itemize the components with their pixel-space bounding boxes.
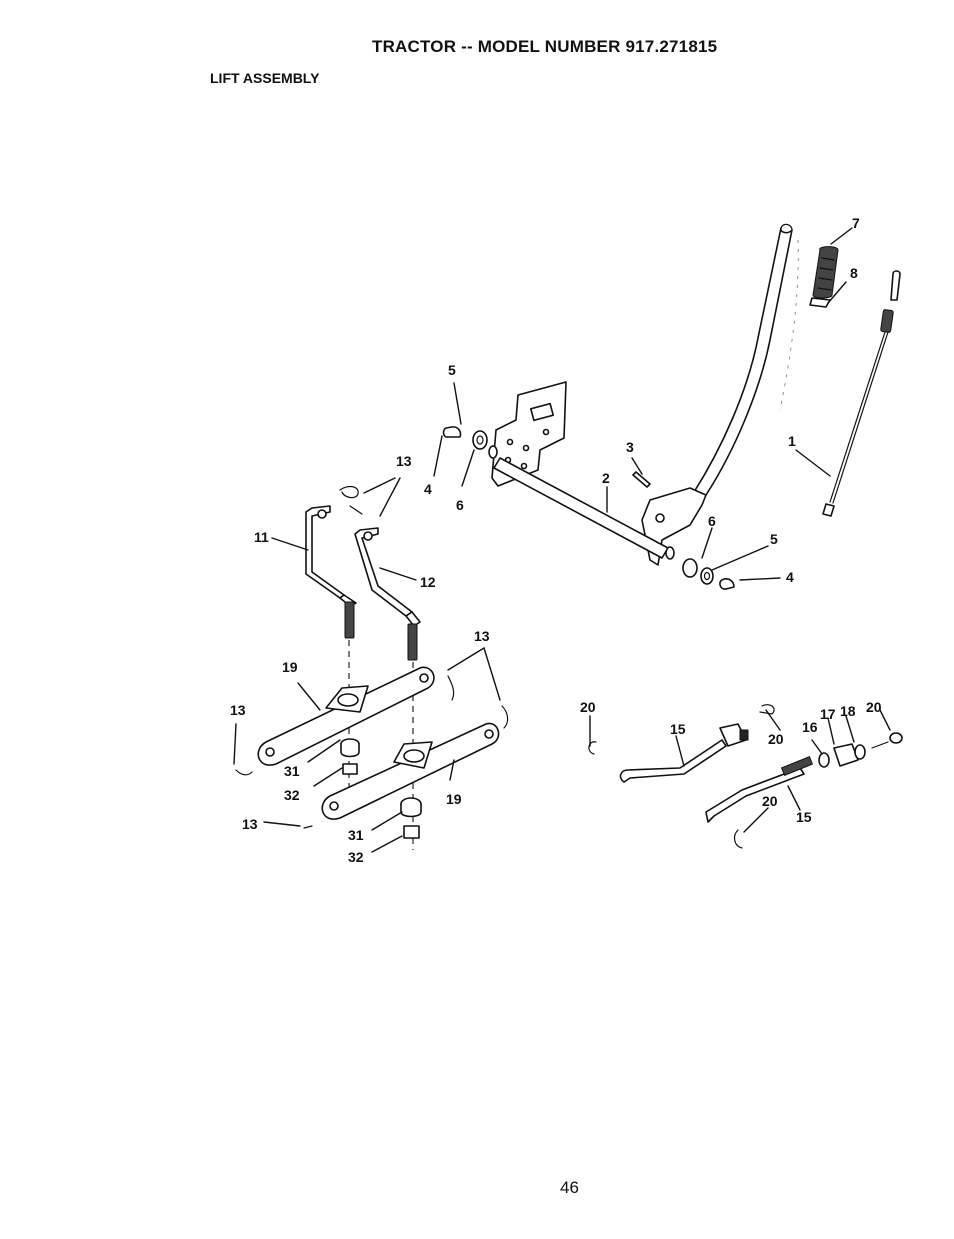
callout-8: 8: [850, 265, 858, 281]
pin: [632, 471, 651, 488]
callout-5-right: 5: [770, 531, 778, 547]
callout-19-upper: 19: [282, 659, 298, 675]
trunnion: [818, 732, 903, 768]
handle-grip: [809, 246, 839, 308]
callout-20-lower: 20: [762, 793, 778, 809]
callout-3: 3: [626, 439, 634, 455]
callout-13-bottom: 13: [242, 816, 258, 832]
callout-5-upper: 5: [448, 362, 456, 378]
leader-lines: [233, 227, 891, 853]
cross-shaft: [493, 457, 675, 560]
callout-18: 18: [840, 703, 856, 719]
lift-arm-lower: [321, 722, 500, 820]
callout-13-left: 13: [230, 702, 246, 718]
page-number: 46: [560, 1178, 579, 1197]
callout-16: 16: [802, 719, 818, 735]
lift-link-right: [354, 527, 421, 661]
callout-labels: 7 8 1 2 3 5 4 6 13 11 12 6 5 4 13 19 13 …: [230, 215, 882, 865]
callout-13-arms: 13: [474, 628, 490, 644]
callout-19-lower: 19: [446, 791, 462, 807]
callout-32-right: 32: [348, 849, 364, 865]
callout-4-right: 4: [786, 569, 794, 585]
adjust-rod-upper: [619, 723, 749, 783]
section-title: LIFT ASSEMBLY: [210, 70, 320, 86]
lift-link-left: [305, 505, 357, 639]
callout-13-upper: 13: [396, 453, 412, 469]
lift-rod: [822, 270, 901, 517]
washer-nut-left: [340, 738, 360, 775]
shaft-right-hardware: [682, 558, 735, 590]
callout-20-right: 20: [866, 699, 882, 715]
lift-arm-upper: [257, 666, 435, 766]
callout-2: 2: [602, 470, 610, 486]
adjust-rod-lower: [705, 756, 814, 823]
callout-12: 12: [420, 574, 436, 590]
callout-20-mid: 20: [768, 731, 784, 747]
page-title: TRACTOR -- MODEL NUMBER 917.271815: [372, 37, 718, 56]
callout-6-right: 6: [708, 513, 716, 529]
hairpin-clips-lower: [235, 675, 509, 829]
callout-1: 1: [788, 433, 796, 449]
callout-32-left: 32: [284, 787, 300, 803]
callout-11: 11: [254, 529, 269, 545]
washer-nut-right: [400, 797, 422, 839]
lift-lever: [641, 223, 799, 566]
hairpin-clips-upper: [339, 485, 363, 515]
callout-4-upper: 4: [424, 481, 432, 497]
mounting-bracket: [491, 381, 567, 487]
callout-31-right: 31: [348, 827, 364, 843]
shaft-left-hardware: [442, 426, 498, 459]
callout-15-upper: 15: [670, 721, 686, 737]
callout-17: 17: [820, 706, 836, 722]
hairpin-clips-rod: [588, 704, 775, 849]
callout-6-upper: 6: [456, 497, 464, 513]
callout-31-left: 31: [284, 763, 300, 779]
callout-20-left: 20: [580, 699, 596, 715]
callout-7: 7: [852, 215, 860, 231]
callout-15-lower: 15: [796, 809, 812, 825]
